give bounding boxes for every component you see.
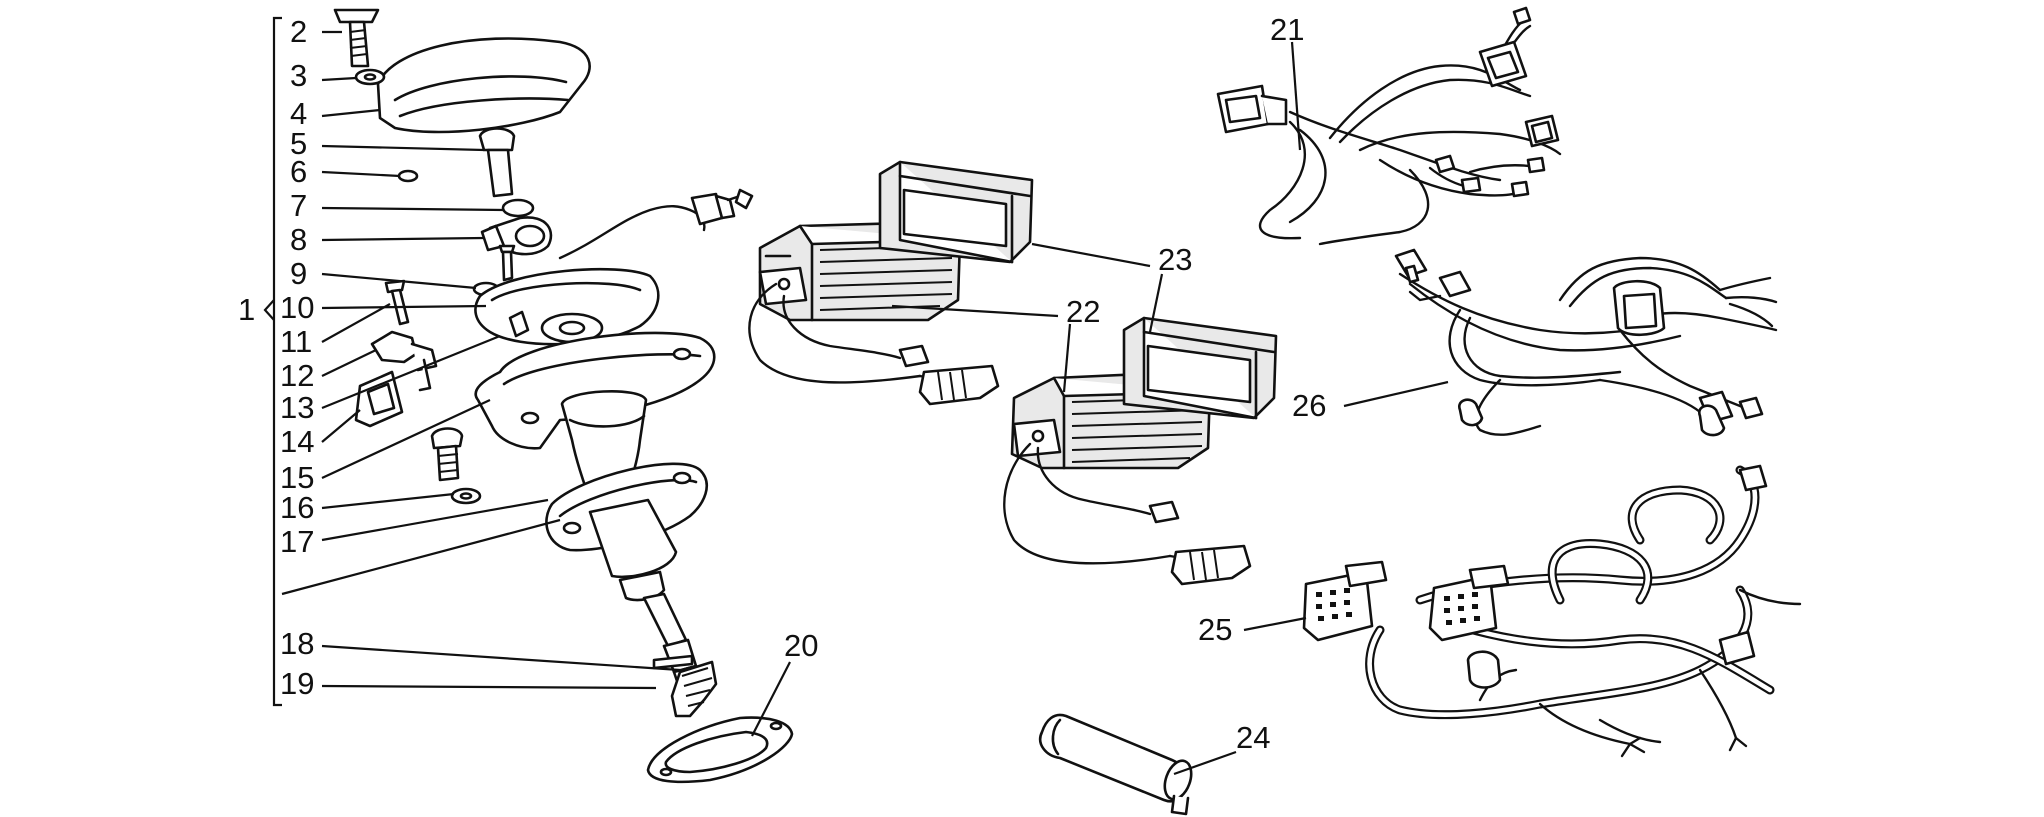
- leader-7: [321, 206, 505, 212]
- callout-11: 11: [280, 324, 312, 359]
- small-o-ring: [397, 169, 419, 183]
- leader-11: [321, 303, 391, 343]
- cap-washer: [354, 68, 386, 86]
- contact-screw: [384, 279, 410, 326]
- leader-6: [321, 170, 401, 178]
- leader-26: [1343, 380, 1449, 408]
- callout-14: 14: [280, 424, 314, 459]
- callout-7: 7: [290, 188, 307, 223]
- leader-16: [321, 492, 455, 510]
- callout-19: 19: [280, 666, 314, 701]
- callout-1: 1: [238, 292, 255, 327]
- rectifier-upper: [878, 160, 1034, 264]
- leader-23a: [1031, 242, 1151, 268]
- condenser-clip: [354, 370, 404, 428]
- callout-9: 9: [290, 256, 307, 291]
- group-bracket: [263, 16, 282, 707]
- fuse-holder: [1039, 713, 1193, 816]
- leader-22b: [1062, 323, 1072, 393]
- leader-24: [1173, 750, 1237, 776]
- callout-23: 23: [1158, 242, 1192, 277]
- distributor-flange: [474, 331, 716, 450]
- drive-gear: [670, 660, 718, 718]
- leader-17b: [281, 518, 561, 596]
- pickup-wire: [558, 188, 754, 260]
- leader-4: [321, 108, 381, 118]
- callout-4: 4: [290, 96, 307, 131]
- callout-15: 15: [280, 460, 314, 495]
- leader-3: [321, 76, 357, 82]
- callout-2: 2: [290, 14, 307, 49]
- leader-23b: [1148, 273, 1164, 333]
- distributor-cap: [376, 37, 591, 134]
- breaker-plate: [474, 267, 660, 346]
- callout-22: 22: [1066, 294, 1100, 329]
- callout-17: 17: [280, 524, 314, 559]
- leader-8: [321, 236, 485, 242]
- callout-3: 3: [290, 58, 307, 93]
- leader-10: [321, 304, 487, 310]
- callout-20: 20: [784, 628, 818, 663]
- callout-21: 21: [1270, 12, 1304, 47]
- harness-25: [1302, 464, 1802, 758]
- lock-washer: [450, 487, 482, 505]
- callout-labels: 1 2 3 4 5 6 7 8 9 10 11 12 13 14 15 16 1…: [238, 12, 1326, 755]
- leader-lines: [281, 30, 1449, 776]
- callout-6: 6: [290, 154, 307, 189]
- leader-13: [321, 334, 501, 410]
- leader-20: [751, 661, 791, 737]
- rotor: [480, 198, 553, 256]
- rotor-bolt: [478, 127, 516, 198]
- leader-17: [321, 498, 549, 542]
- callout-25: 25: [1198, 612, 1232, 647]
- leader-15: [321, 399, 491, 479]
- callout-5: 5: [290, 126, 307, 161]
- cap-screw: [333, 8, 380, 68]
- hold-down-bolt: [430, 427, 464, 482]
- leader-12: [321, 349, 377, 377]
- clip-bracket: [370, 330, 438, 392]
- callout-26: 26: [1292, 388, 1326, 423]
- regulator-upper-wiring: [748, 282, 1000, 406]
- callout-8: 8: [290, 222, 307, 257]
- leader-14: [321, 409, 361, 443]
- callout-24: 24: [1236, 720, 1270, 755]
- leader-22a: [891, 304, 1059, 318]
- leader-21: [1290, 41, 1302, 151]
- leader-9: [321, 272, 477, 290]
- leader-25: [1243, 616, 1307, 632]
- regulator-lower-wiring: [1003, 442, 1252, 586]
- harness-26: [1394, 248, 1778, 437]
- callout-10: 10: [280, 290, 314, 325]
- callout-18: 18: [280, 626, 314, 661]
- harness-21: [1216, 6, 1562, 246]
- callout-16: 16: [280, 490, 314, 525]
- base-gasket: [646, 716, 794, 784]
- drive-pin: [652, 654, 694, 670]
- leader-19: [321, 684, 657, 690]
- small-screw: [498, 244, 516, 282]
- callout-13: 13: [280, 390, 314, 425]
- rectifier-lower: [1122, 316, 1278, 420]
- shaft-housing: [588, 498, 678, 602]
- leader-5: [321, 144, 485, 152]
- leader-18: [321, 644, 681, 672]
- callout-12: 12: [280, 358, 314, 393]
